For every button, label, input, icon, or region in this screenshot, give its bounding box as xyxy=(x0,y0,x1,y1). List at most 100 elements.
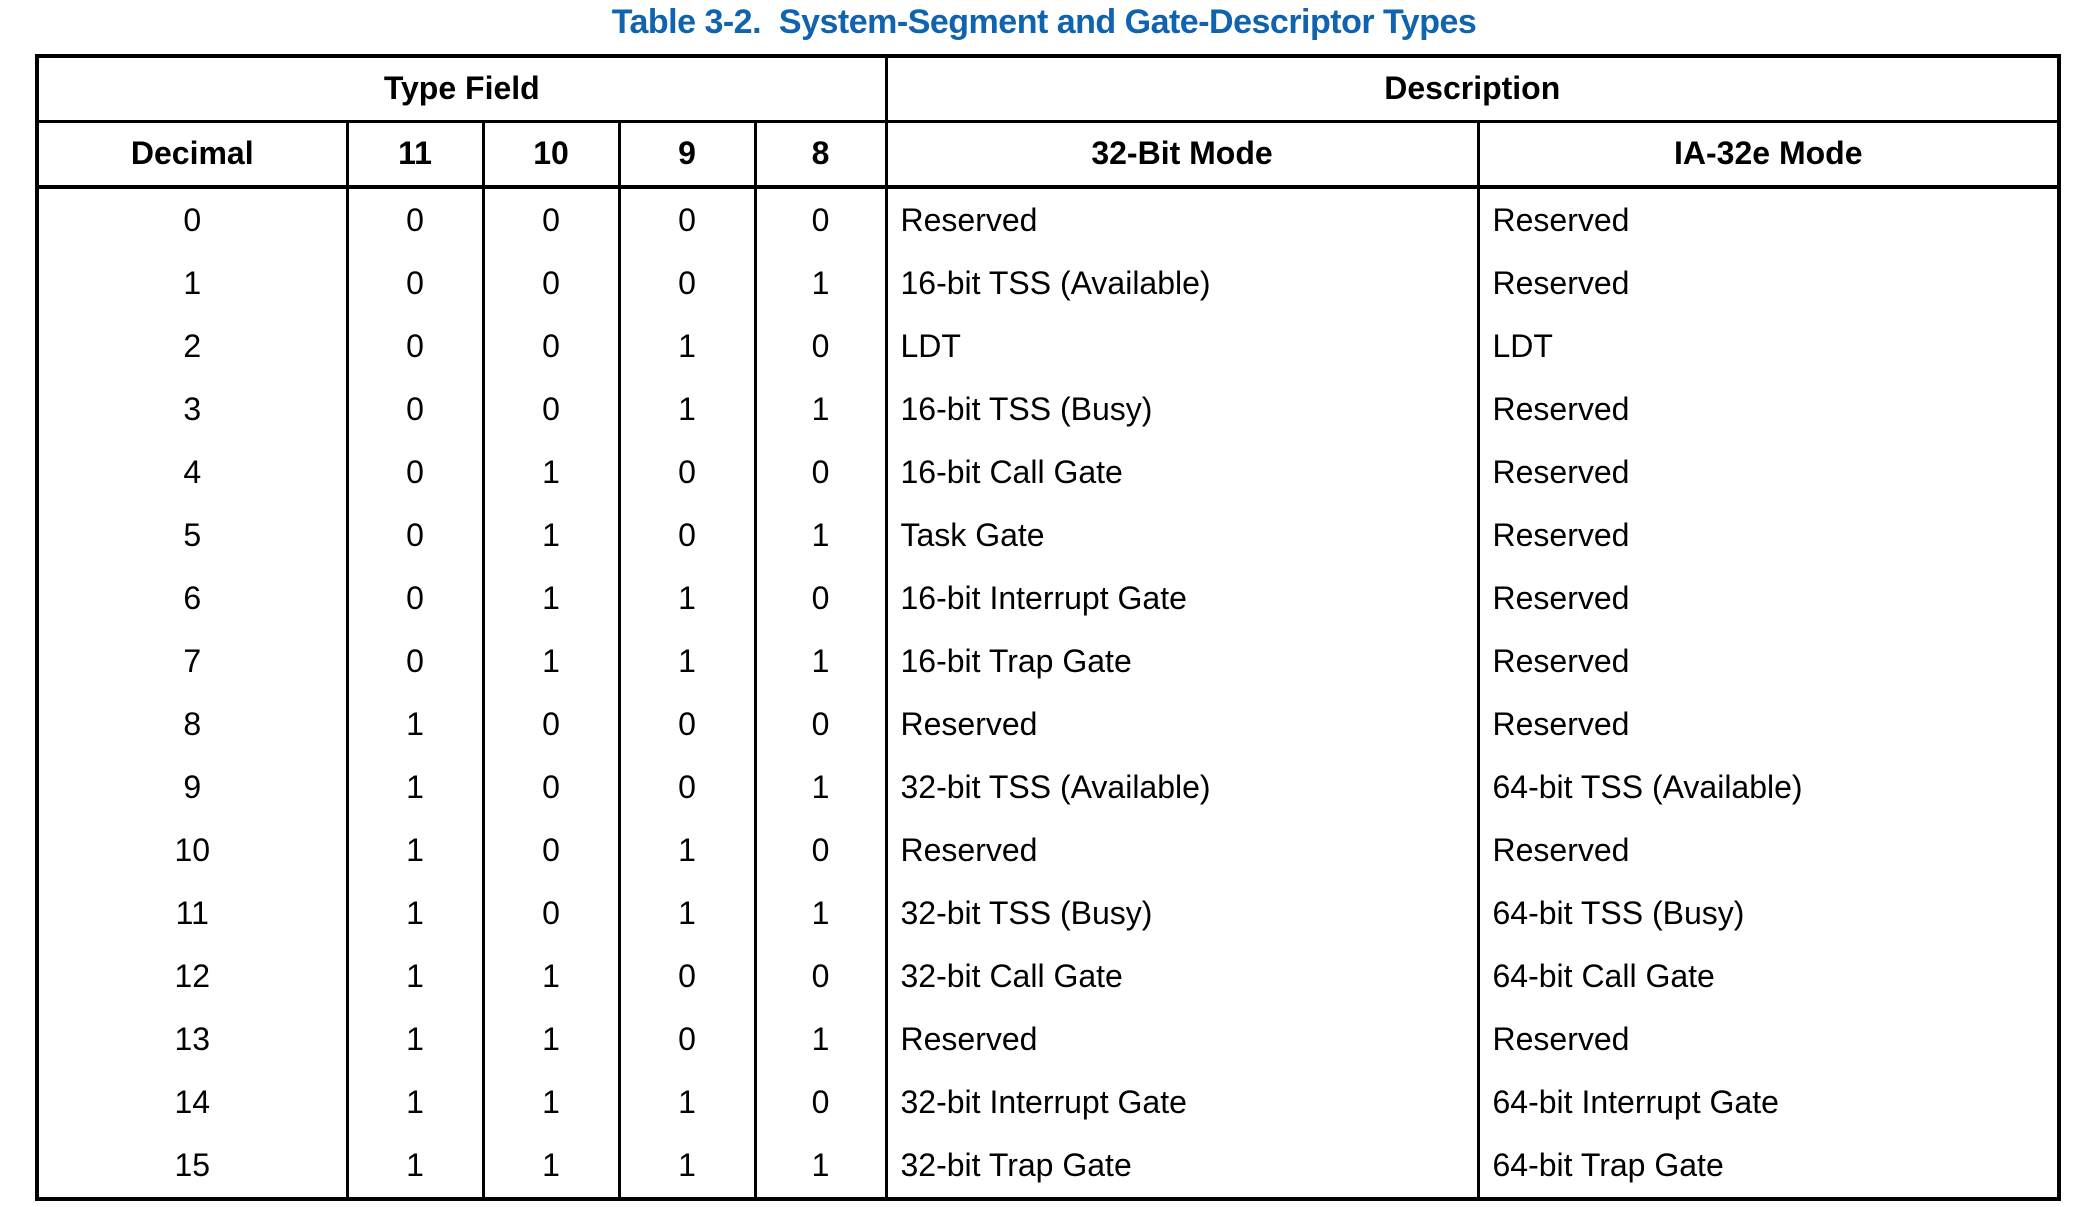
bit11-cell: 0 xyxy=(345,315,483,378)
ia32e-cell: 64-bit Interrupt Gate xyxy=(1476,1071,2059,1134)
bit11-cell: 0 xyxy=(345,441,483,504)
col-header-ia32e-mode: IA-32e Mode xyxy=(1476,121,2059,189)
ia32e-cell: Reserved xyxy=(1476,378,2059,441)
decimal-cell: 15 xyxy=(174,1146,211,1183)
bit8-cell: 1 xyxy=(753,756,886,819)
ia32e-cell: LDT xyxy=(1476,315,2059,378)
decimal-cell: 7 xyxy=(183,642,202,679)
mode32-cell: 16-bit Trap Gate xyxy=(884,630,1478,693)
bit11-cell: 1 xyxy=(345,756,483,819)
bit11-cell: 0 xyxy=(345,378,483,441)
column-header-row: Decimal 11 10 9 8 32-Bit Mode IA-32e Mod… xyxy=(37,121,2059,189)
bit10-cell: 1 xyxy=(481,441,619,504)
bit11-cell: 1 xyxy=(345,882,483,945)
mode32-cell: 32-bit TSS (Busy) xyxy=(884,882,1478,945)
bit11-cell: 1 xyxy=(345,819,483,882)
bit8-cell: 0 xyxy=(753,693,886,756)
col-header-bit8: 8 xyxy=(753,121,886,189)
bit8-cell: 0 xyxy=(753,187,886,252)
bit10-cell: 1 xyxy=(481,1071,619,1134)
mode32-cell: Task Gate xyxy=(884,504,1478,567)
ia32e-cell: Reserved xyxy=(1476,819,2059,882)
col-header-decimal: Decimal xyxy=(37,121,347,189)
col-header-32bit-mode: 32-Bit Mode xyxy=(884,121,1478,189)
bit9-cell: 0 xyxy=(617,945,755,1008)
decimal-cell: 3 xyxy=(183,390,202,427)
bit10-cell: 0 xyxy=(481,252,619,315)
bit9-cell: 0 xyxy=(617,756,755,819)
decimal-cell: 8 xyxy=(183,705,202,742)
bit9-cell: 1 xyxy=(617,315,755,378)
bit11-cell: 1 xyxy=(345,1134,483,1199)
bit10-cell: 1 xyxy=(481,630,619,693)
bit11-cell: 1 xyxy=(345,1071,483,1134)
ia32e-cell: Reserved xyxy=(1476,252,2059,315)
decimal-cell: 4 xyxy=(183,453,202,490)
decimal-cell: 12 xyxy=(174,957,211,994)
bit9-cell: 1 xyxy=(617,819,755,882)
bit9-cell: 1 xyxy=(617,630,755,693)
bit9-cell: 1 xyxy=(617,378,755,441)
decimal-cell: 1 xyxy=(183,264,202,301)
bit8-cell: 1 xyxy=(753,252,886,315)
bit8-cell: 1 xyxy=(753,882,886,945)
ia32e-cell: Reserved xyxy=(1476,187,2059,252)
decimal-cell: 11 xyxy=(175,894,209,931)
mode32-cell: 32-bit Interrupt Gate xyxy=(884,1071,1478,1134)
col-header-bit11: 11 xyxy=(345,121,483,189)
bit11-cell: 1 xyxy=(345,1008,483,1071)
bit9-cell: 0 xyxy=(617,504,755,567)
mode32-cell: 16-bit Call Gate xyxy=(884,441,1478,504)
bit10-cell: 1 xyxy=(481,1008,619,1071)
bit11-cell: 0 xyxy=(345,567,483,630)
mode32-cell: Reserved xyxy=(884,187,1478,252)
ia32e-cell: 64-bit Call Gate xyxy=(1476,945,2059,1008)
ia32e-cell: Reserved xyxy=(1476,504,2059,567)
bit8-cell: 1 xyxy=(753,1134,886,1199)
ia32e-cell: Reserved xyxy=(1476,1008,2059,1071)
bit8-cell: 0 xyxy=(753,315,886,378)
mode32-cell: Reserved xyxy=(884,1008,1478,1071)
decimal-cell: 0 xyxy=(183,201,202,238)
bit11-cell: 1 xyxy=(345,693,483,756)
bit8-cell: 0 xyxy=(753,1071,886,1134)
bit10-cell: 0 xyxy=(481,882,619,945)
ia32e-cell: Reserved xyxy=(1476,441,2059,504)
bit8-cell: 1 xyxy=(753,378,886,441)
mode32-cell: 32-bit Trap Gate xyxy=(884,1134,1478,1199)
mode32-cell: 32-bit TSS (Available) xyxy=(884,756,1478,819)
bit9-cell: 1 xyxy=(617,1071,755,1134)
col-header-bit9: 9 xyxy=(617,121,755,189)
col-header-bit10: 10 xyxy=(481,121,619,189)
system-segment-gate-descriptor-table: Type Field Description Decimal 11 10 9 8… xyxy=(35,54,2061,1201)
bit8-cell: 0 xyxy=(753,441,886,504)
bit9-cell: 1 xyxy=(617,567,755,630)
mode32-cell: Reserved xyxy=(884,819,1478,882)
bit9-cell: 0 xyxy=(617,187,755,252)
header-group-row: Type Field Description xyxy=(37,56,2059,123)
bit10-cell: 0 xyxy=(481,693,619,756)
bit8-cell: 0 xyxy=(753,567,886,630)
bit10-cell: 1 xyxy=(481,945,619,1008)
bit10-cell: 0 xyxy=(481,315,619,378)
bit8-cell: 1 xyxy=(753,1008,886,1071)
decimal-cell: 5 xyxy=(183,516,202,553)
ia32e-cell: 64-bit TSS (Available) xyxy=(1476,756,2059,819)
bit9-cell: 0 xyxy=(617,441,755,504)
decimal-cell: 6 xyxy=(183,579,202,616)
ia32e-cell: Reserved xyxy=(1476,567,2059,630)
bit9-cell: 1 xyxy=(617,1134,755,1199)
bit11-cell: 0 xyxy=(345,252,483,315)
bit10-cell: 0 xyxy=(481,187,619,252)
